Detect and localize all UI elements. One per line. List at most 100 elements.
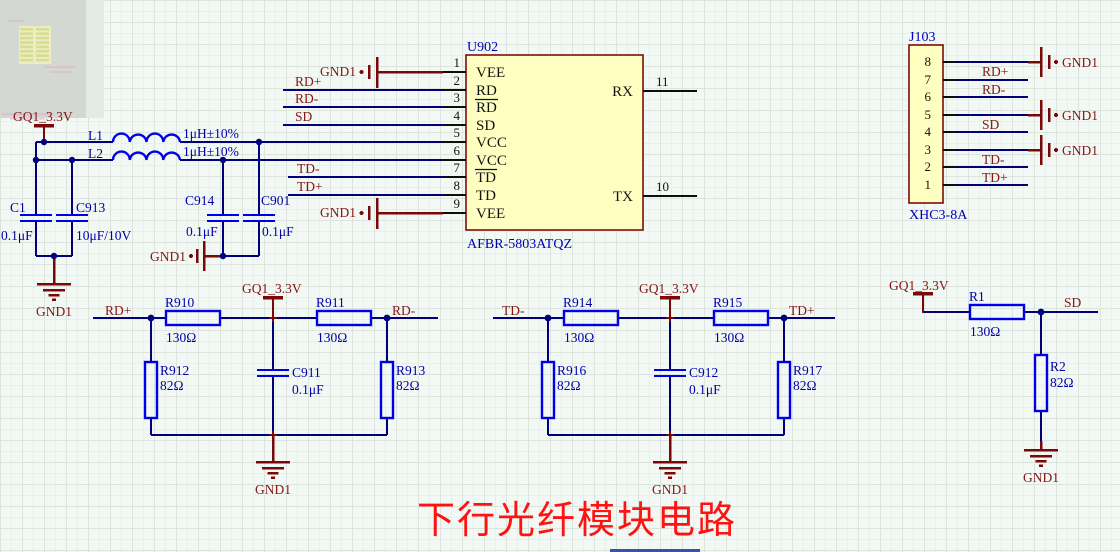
part-preview-thumbnail [19,26,51,64]
component-c913[interactable]: C913 10μF/10V [56,200,131,243]
component-c911: C911 0.1μF [257,365,324,397]
svg-text:130Ω: 130Ω [166,330,196,345]
component-l2[interactable]: L2 1μH±10% [88,144,239,161]
l1-value: 1μH±10% [183,126,239,141]
earth-ground-filter[interactable]: GND1 [36,256,72,319]
net-label-sd: SD [295,109,313,124]
u902-part-number: AFBR-5803ATQZ [467,237,572,252]
sd-pull-network[interactable]: GQ1_3.3V SD R1 130Ω R2 82Ω GND1 [889,278,1098,485]
svg-text:VEE: VEE [476,65,505,81]
svg-text:6: 6 [454,143,461,158]
power-ground-j103-pin8[interactable]: GND1 [1028,47,1098,77]
net-label-rd-plus: RD+ [295,74,321,89]
j103-net-wires[interactable] [958,61,1028,186]
svg-text:130Ω: 130Ω [564,330,594,345]
svg-text:7: 7 [925,72,932,87]
net-label-td-minus: TD- [502,303,525,318]
gnd-label: GND1 [36,304,72,319]
component-r2: R2 82Ω [1033,353,1074,413]
svg-text:TD: TD [476,170,496,186]
svg-text:10: 10 [656,179,669,194]
svg-text:0.1μF: 0.1μF [292,382,324,397]
u902-net-labels[interactable]: RD+ RD- SD TD- TD+ [295,74,323,194]
j103-refdes: J103 [909,30,935,45]
c901-refdes: C901 [261,193,290,208]
power-ground-c914[interactable]: GND1 [150,241,223,271]
net-label-td-plus: TD+ [789,303,815,318]
svg-text:R1: R1 [969,289,985,304]
u902-pin-stubs [441,71,697,214]
svg-text:4: 4 [454,108,461,123]
c914-value: 0.1μF [186,224,218,239]
svg-text:130Ω: 130Ω [714,330,744,345]
j103-net-labels[interactable]: RD+ RD- SD TD- TD+ [982,64,1008,185]
sheet-title[interactable]: 下行光纤模块电路 [417,500,737,542]
component-c914[interactable]: C914 0.1μF [185,193,239,239]
rd-termination-network[interactable]: RD+ RD- R910 130Ω R911 130Ω R912 82Ω R91… [93,281,438,497]
gnd-label: GND1 [320,64,356,79]
u902-refdes: U902 [467,40,498,55]
td-termination-network[interactable]: TD- TD+ R914 130Ω R915 130Ω R916 82Ω R91… [493,281,835,497]
j103-part-number: XHC3-8A [909,208,968,223]
svg-text:2: 2 [454,73,461,88]
svg-text:TX: TX [613,189,633,205]
earth-ground: GND1 [652,435,688,497]
net-label-rd-minus: RD- [295,91,319,106]
svg-text:6: 6 [925,89,932,104]
svg-text:0.1μF: 0.1μF [689,382,721,397]
l2-value: 1μH±10% [183,144,239,159]
svg-text:C911: C911 [292,365,321,380]
c913-value: 10μF/10V [76,228,131,243]
c1-value: 0.1μF [1,228,33,243]
svg-text:R913: R913 [396,363,426,378]
net-label-td-plus: TD+ [982,170,1008,185]
svg-text:RX: RX [612,84,633,100]
svg-text:R2: R2 [1050,359,1066,374]
svg-text:4: 4 [925,124,932,139]
svg-text:5: 5 [925,107,932,122]
u902-net-wires[interactable] [283,89,443,196]
earth-ground: GND1 [255,435,291,497]
component-l1[interactable]: L1 1μH±10% [88,126,239,143]
svg-text:8: 8 [925,54,932,69]
component-r1: R1 130Ω [968,289,1026,339]
svg-text:R910: R910 [165,295,195,310]
power-bar-3v3: GQ1_3.3V [639,281,699,318]
component-r911: R911 130Ω [315,295,373,345]
svg-text:11: 11 [656,74,669,89]
component-c912: C912 0.1μF [654,365,721,397]
net-label-rd-minus: RD- [392,303,416,318]
svg-text:82Ω: 82Ω [1050,375,1074,390]
svg-text:R912: R912 [160,363,189,378]
net-label-sd: SD [1064,295,1082,310]
u902-pin-names: VEE RD RD SD VCC VCC TD TD VEE RX TX [475,65,633,222]
power-rail-3v3[interactable]: GQ1_3.3V [13,109,73,142]
component-r910: R910 130Ω [164,295,222,345]
svg-text:130Ω: 130Ω [317,330,347,345]
svg-text:1: 1 [925,177,932,192]
component-r913: R913 82Ω [379,360,426,420]
window-overlay [0,0,104,120]
svg-text:1: 1 [454,55,461,70]
power-ground-j103-pin5[interactable]: GND1 [1028,100,1098,130]
power-ground-j103-pin3[interactable]: GND1 [1028,135,1098,165]
power-bar-3v3: GQ1_3.3V [889,278,949,313]
junction-dots [32,138,1045,439]
gnd-label: GND1 [255,482,291,497]
svg-text:RD: RD [476,83,497,99]
svg-text:R914: R914 [563,295,593,310]
component-j103[interactable]: J103 XHC3-8A 8 7 6 5 4 3 2 1 [908,30,968,223]
l1-refdes: L1 [88,128,103,143]
power-ground-u902-pin9[interactable]: GND1 [320,198,443,229]
component-c1[interactable]: C1 0.1μF [1,200,52,243]
power-ground-u902-pin1[interactable]: GND1 [320,57,443,88]
j103-pin-stubs [943,61,958,186]
component-c901[interactable]: C901 0.1μF [243,193,294,239]
power-bar-3v3: GQ1_3.3V [242,281,302,318]
component-u902[interactable]: U902 AFBR-5803ATQZ 1 2 3 4 5 6 7 8 9 11 [441,40,697,252]
svg-text:GQ1_3.3V: GQ1_3.3V [639,281,699,296]
svg-text:82Ω: 82Ω [396,378,420,393]
net-label-td-minus: TD- [297,161,320,176]
gnd-label: GND1 [150,249,186,264]
